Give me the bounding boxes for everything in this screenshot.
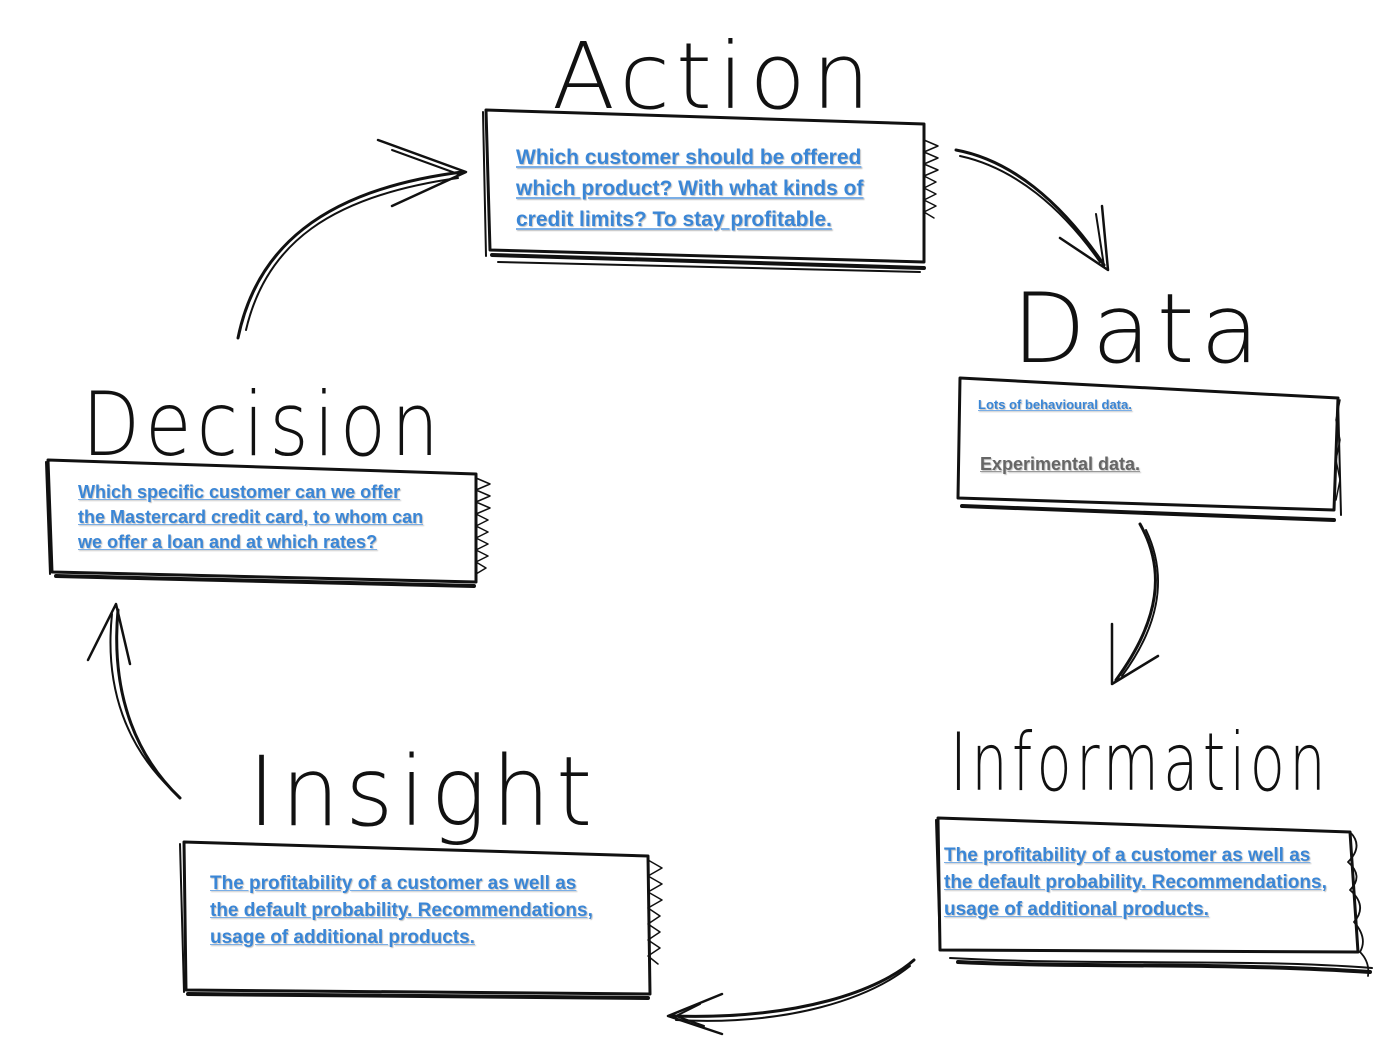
information-title: Information [950,716,1330,809]
action-box [482,108,939,273]
data-description-primary: Lots of behavioural data. [978,397,1132,412]
insight-description: The profitability of a customer as well … [210,873,593,948]
data-box [956,376,1342,522]
information-description: The profitability of a customer as well … [944,845,1327,920]
insight-box [179,840,663,1000]
decision-description: Which specific customer can we offer the… [78,482,424,552]
data-description-secondary: Experimental data. [980,454,1141,474]
arrow-data-to-information [1110,522,1160,686]
action-description: Which customer should be offered which p… [516,146,864,231]
arrow-decision-to-action [236,138,468,340]
decision-box [45,458,491,588]
arrow-information-to-insight [666,958,916,1036]
data-title: Data [1012,273,1265,385]
decision-title: Decision [82,373,444,476]
arrow-insight-to-decision [86,602,182,800]
arrow-action-to-data [954,148,1110,272]
action-title: Action [552,23,876,130]
insight-title: Insight [248,736,598,848]
information-box [935,816,1373,977]
